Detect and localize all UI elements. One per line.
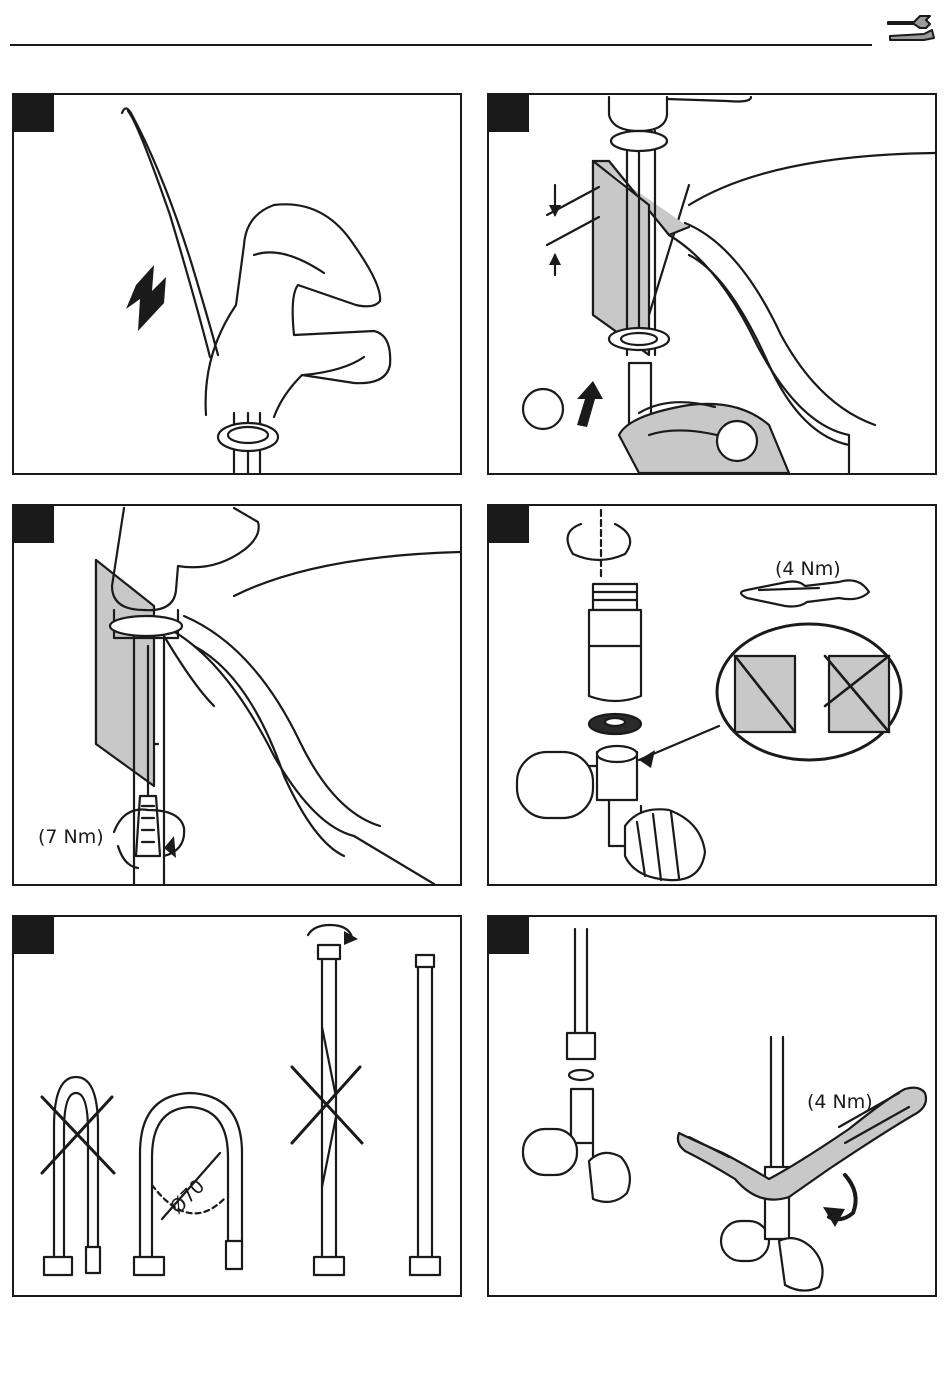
- step-number-box: [489, 917, 529, 954]
- torque-label: (7 Nm): [38, 826, 104, 848]
- faucet-insertion-illustration: [14, 95, 460, 473]
- step-panel-3: (7 Nm): [12, 504, 462, 886]
- step-panel-5: Ø70: [12, 915, 462, 1297]
- step-number-box: [14, 917, 54, 954]
- step-panel-6: (4 Nm): [487, 915, 937, 1297]
- step-number-box: [489, 506, 529, 543]
- wrench-screwdriver-icon: [884, 8, 936, 54]
- valve-adapter-illustration: [489, 506, 935, 884]
- step-number-box: [14, 506, 54, 543]
- step-panel-4: (4 Nm): [487, 504, 937, 886]
- step-panel-1: [12, 93, 462, 475]
- step-panel-2: [487, 93, 937, 475]
- step-number-box: [14, 95, 54, 132]
- hose-bending-illustration: [14, 917, 460, 1295]
- step-number-box: [489, 95, 529, 132]
- torque-label: (4 Nm): [775, 558, 841, 580]
- faucet-fixing-illustration: [489, 95, 935, 473]
- torque-label: (4 Nm): [807, 1091, 873, 1113]
- header-rule: [10, 44, 872, 46]
